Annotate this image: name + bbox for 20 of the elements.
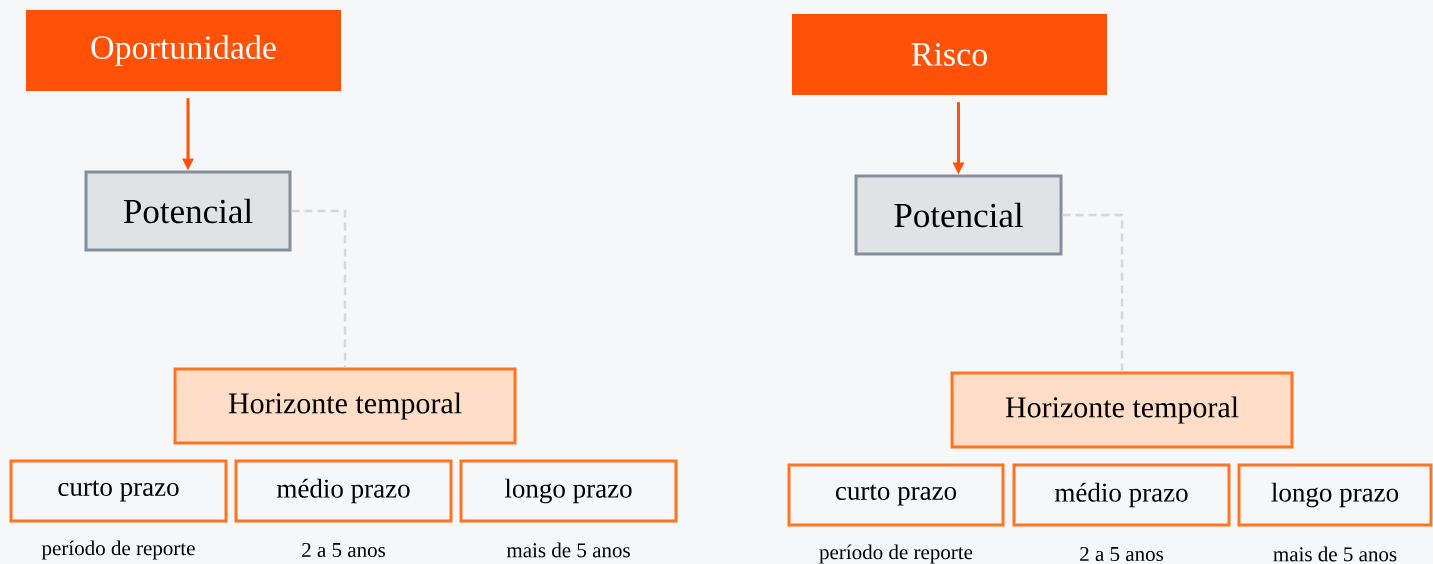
term-box: longo prazo — [1237, 463, 1433, 527]
caption-text: 2 a 5 anos — [1080, 546, 1164, 562]
title-box: Risco — [792, 14, 1107, 95]
caption-text: período de reporte — [41, 540, 195, 560]
process-box: Horizonte temporal — [173, 367, 517, 445]
term-box: médio prazo — [1012, 463, 1231, 527]
caption-text: mais de 5 anos — [1273, 546, 1397, 562]
caption-text: 2 a 5 anos — [302, 542, 386, 558]
connector-line — [1062, 213, 1124, 372]
term-box: curto prazo — [787, 463, 1005, 527]
caption-text: período de reporte — [819, 544, 973, 564]
process-box: Horizonte temporal — [950, 371, 1294, 449]
process-box: Potencial — [854, 174, 1063, 256]
title-box: Oportunidade — [26, 10, 341, 91]
connector-line — [291, 209, 347, 368]
caption-text: mais de 5 anos — [506, 542, 630, 558]
term-box: curto prazo — [9, 459, 228, 523]
process-box: Potencial — [84, 170, 292, 252]
term-box: longo prazo — [459, 459, 678, 523]
term-box: médio prazo — [234, 459, 453, 523]
